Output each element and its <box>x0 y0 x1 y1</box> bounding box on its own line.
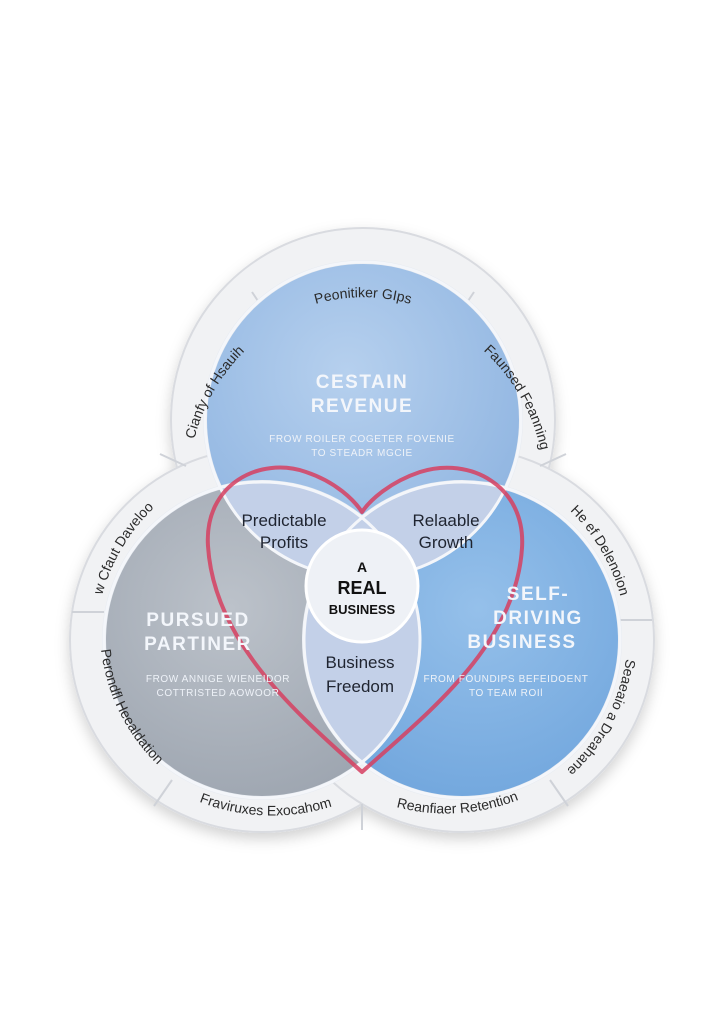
right-circle-sub-line2: TO TEAM ROIl <box>469 688 543 699</box>
left-circle-outline <box>102 480 422 800</box>
overlap-bottom-line2: Freedom <box>326 677 394 696</box>
overlap-top-right-line2: Growth <box>419 533 474 552</box>
overlap-top-left-line2: Profits <box>260 533 308 552</box>
rim-separator <box>539 453 567 467</box>
right-circle-title-line3: BUSINESS <box>467 632 576 653</box>
heart-icon <box>205 465 525 774</box>
left-circle-sub-line1: FROW ANNIGE WIENEIDOR <box>146 674 290 685</box>
top-circle-title-line2: REVENUE <box>311 396 413 417</box>
right-circle-outline <box>302 480 622 800</box>
top-circle-sub-line2: TO STEADR MGCIE <box>311 448 413 459</box>
right-circle-title-line2: DRIVING <box>493 608 583 629</box>
top-circle-sub-line1: FROW ROILER COGETER FOVENIE <box>269 434 455 445</box>
rim-separator <box>153 779 173 807</box>
left-circle-title-line1: PURSUED <box>146 610 249 631</box>
rim-separator <box>159 453 187 467</box>
ring-label-top: Peonitiker GIps <box>312 284 413 307</box>
overlap-top-left-line1: Predictable <box>241 511 326 530</box>
rim-separator <box>549 779 569 807</box>
center-line1: A <box>357 559 367 575</box>
center-circle <box>304 528 420 644</box>
overlap-bottom-line1: Business <box>326 653 395 672</box>
center-line2: REAL <box>338 578 387 598</box>
right-circle-sub-line1: FROM FOUNDIPS BEFEIDOENT <box>424 674 589 685</box>
overlap-top-right-line1: Relaable <box>412 511 479 530</box>
center-line3: BUSINESS <box>329 602 396 617</box>
left-circle-sub-line2: COTTRISTED AOWOOR <box>157 688 280 699</box>
top-circle-title-line1: CESTAIN <box>316 372 408 393</box>
left-circle-title-line2: PARTINER <box>144 634 252 655</box>
right-circle-title-line1: SELF- <box>507 584 569 605</box>
